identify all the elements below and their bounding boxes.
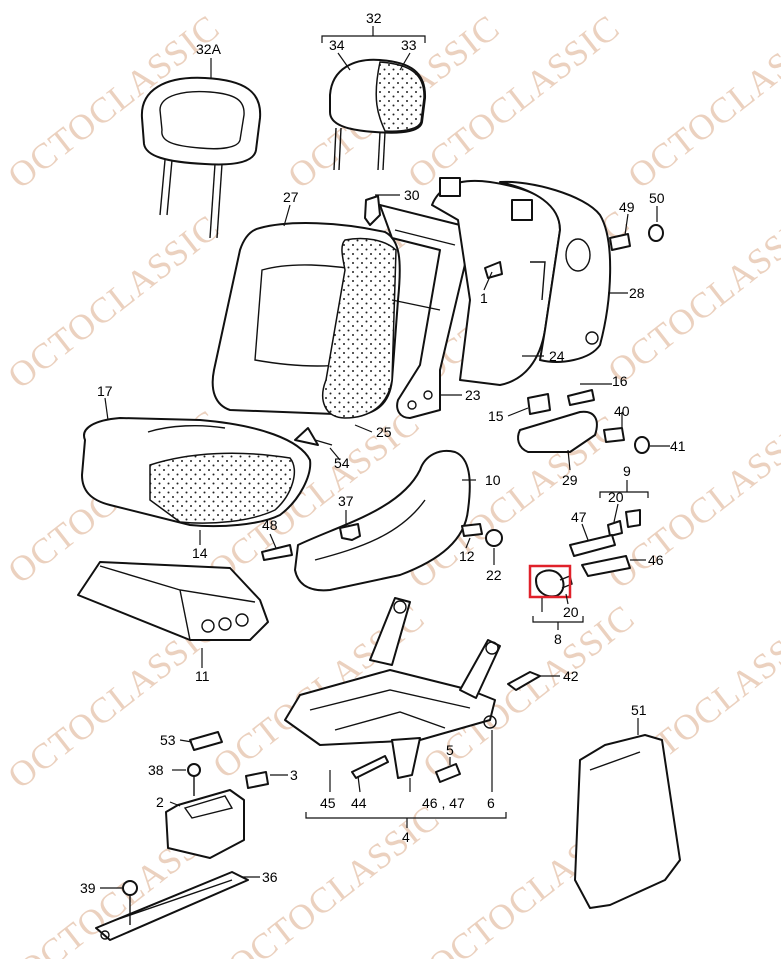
callout-28: 28 xyxy=(629,285,645,301)
seat-cushion-14 xyxy=(81,417,312,528)
bolt-12 xyxy=(461,523,483,537)
callout-8: 8 xyxy=(554,631,562,647)
callout-49: 49 xyxy=(619,199,635,215)
cap-9 xyxy=(625,509,641,528)
watermark-text: OCTOCLASSIC xyxy=(0,207,227,396)
back-cover-28 xyxy=(499,180,612,363)
cap-22 xyxy=(485,529,503,547)
callout-48: 48 xyxy=(262,517,278,533)
callout-40: 40 xyxy=(614,403,630,419)
callout-42: 42 xyxy=(563,668,579,684)
watermark-text: OCTOCLASSIC xyxy=(400,7,627,196)
callout-22: 22 xyxy=(486,567,502,583)
callout-6: 6 xyxy=(487,795,495,811)
bracket-15 xyxy=(527,393,551,415)
callout-47: 47 xyxy=(571,509,587,525)
callout-39: 39 xyxy=(80,880,96,896)
clip-37 xyxy=(339,523,361,541)
callout-4: 4 xyxy=(402,829,410,845)
headrest-32a xyxy=(140,76,262,239)
callout-5: 5 xyxy=(446,742,454,758)
callout-36: 36 xyxy=(262,869,278,885)
bolt-39 xyxy=(122,880,138,925)
watermark-text: OCTOCLASSIC xyxy=(220,797,447,959)
callout-50: 50 xyxy=(649,190,665,206)
screw-38 xyxy=(187,763,201,796)
callout-27: 27 xyxy=(283,189,299,205)
callout-20-bottom: 20 xyxy=(563,604,579,620)
callout-labels: 32 32A 34 33 27 30 50 49 1 28 24 23 16 1… xyxy=(80,10,686,896)
side-trim-10 xyxy=(294,450,471,592)
callout-9: 9 xyxy=(623,463,631,479)
callout-24: 24 xyxy=(549,348,565,364)
watermark-text: OCTOCLASSIC xyxy=(620,7,781,196)
seat-pan-11 xyxy=(77,561,269,641)
callout-51: 51 xyxy=(631,702,647,718)
callout-54: 54 xyxy=(334,455,350,471)
callout-33: 33 xyxy=(401,37,417,53)
screw-48 xyxy=(261,544,293,561)
handle-29 xyxy=(517,410,598,453)
spring-44 xyxy=(351,755,389,779)
callout-20-top: 20 xyxy=(608,489,624,505)
screw-49 xyxy=(609,233,631,251)
screw-16 xyxy=(567,389,595,406)
callout-46: 46 xyxy=(648,552,664,568)
callout-32a: 32A xyxy=(196,41,222,57)
lever-46 xyxy=(581,555,631,577)
callout-2: 2 xyxy=(156,794,164,810)
callout-37: 37 xyxy=(338,493,354,509)
lever-47 xyxy=(569,534,616,557)
guide-sleeve-30 xyxy=(364,195,381,226)
hook-54 xyxy=(294,427,333,446)
callout-3: 3 xyxy=(290,767,298,783)
callout-16: 16 xyxy=(612,373,628,389)
callout-38: 38 xyxy=(148,762,164,778)
callout-30: 30 xyxy=(404,187,420,203)
callout-25: 25 xyxy=(376,424,392,440)
callout-23: 23 xyxy=(465,387,481,403)
callout-10: 10 xyxy=(485,472,501,488)
callout-53: 53 xyxy=(160,732,176,748)
knob-8 xyxy=(535,569,573,598)
cover-53 xyxy=(189,731,223,751)
bag-51 xyxy=(574,734,681,909)
washer-40 xyxy=(603,427,625,443)
callout-34: 34 xyxy=(329,37,345,53)
cap-3 xyxy=(245,771,269,789)
headrest-32 xyxy=(329,58,427,171)
backrest-cover-27 xyxy=(211,222,401,419)
clip-20 xyxy=(607,520,623,537)
leader-lines xyxy=(100,26,670,889)
callout-44: 44 xyxy=(351,795,367,811)
callout-41: 41 xyxy=(670,438,686,454)
sleeve-5 xyxy=(435,763,461,783)
callout-29: 29 xyxy=(562,472,578,488)
seat-frame-4 xyxy=(284,597,501,779)
callout-46-47: 46 , 47 xyxy=(422,795,465,811)
callout-17: 17 xyxy=(97,383,113,399)
highlight-box xyxy=(528,564,572,599)
clip-1 xyxy=(484,261,503,279)
callout-12: 12 xyxy=(459,548,475,564)
callout-15: 15 xyxy=(488,408,504,424)
callout-14: 14 xyxy=(192,545,208,561)
callout-11: 11 xyxy=(195,668,210,684)
callout-1: 1 xyxy=(480,290,488,306)
cap-41 xyxy=(634,436,650,454)
cap-50 xyxy=(648,224,664,242)
callout-32: 32 xyxy=(366,10,382,26)
runner-2 xyxy=(165,789,245,859)
callout-45: 45 xyxy=(320,795,336,811)
